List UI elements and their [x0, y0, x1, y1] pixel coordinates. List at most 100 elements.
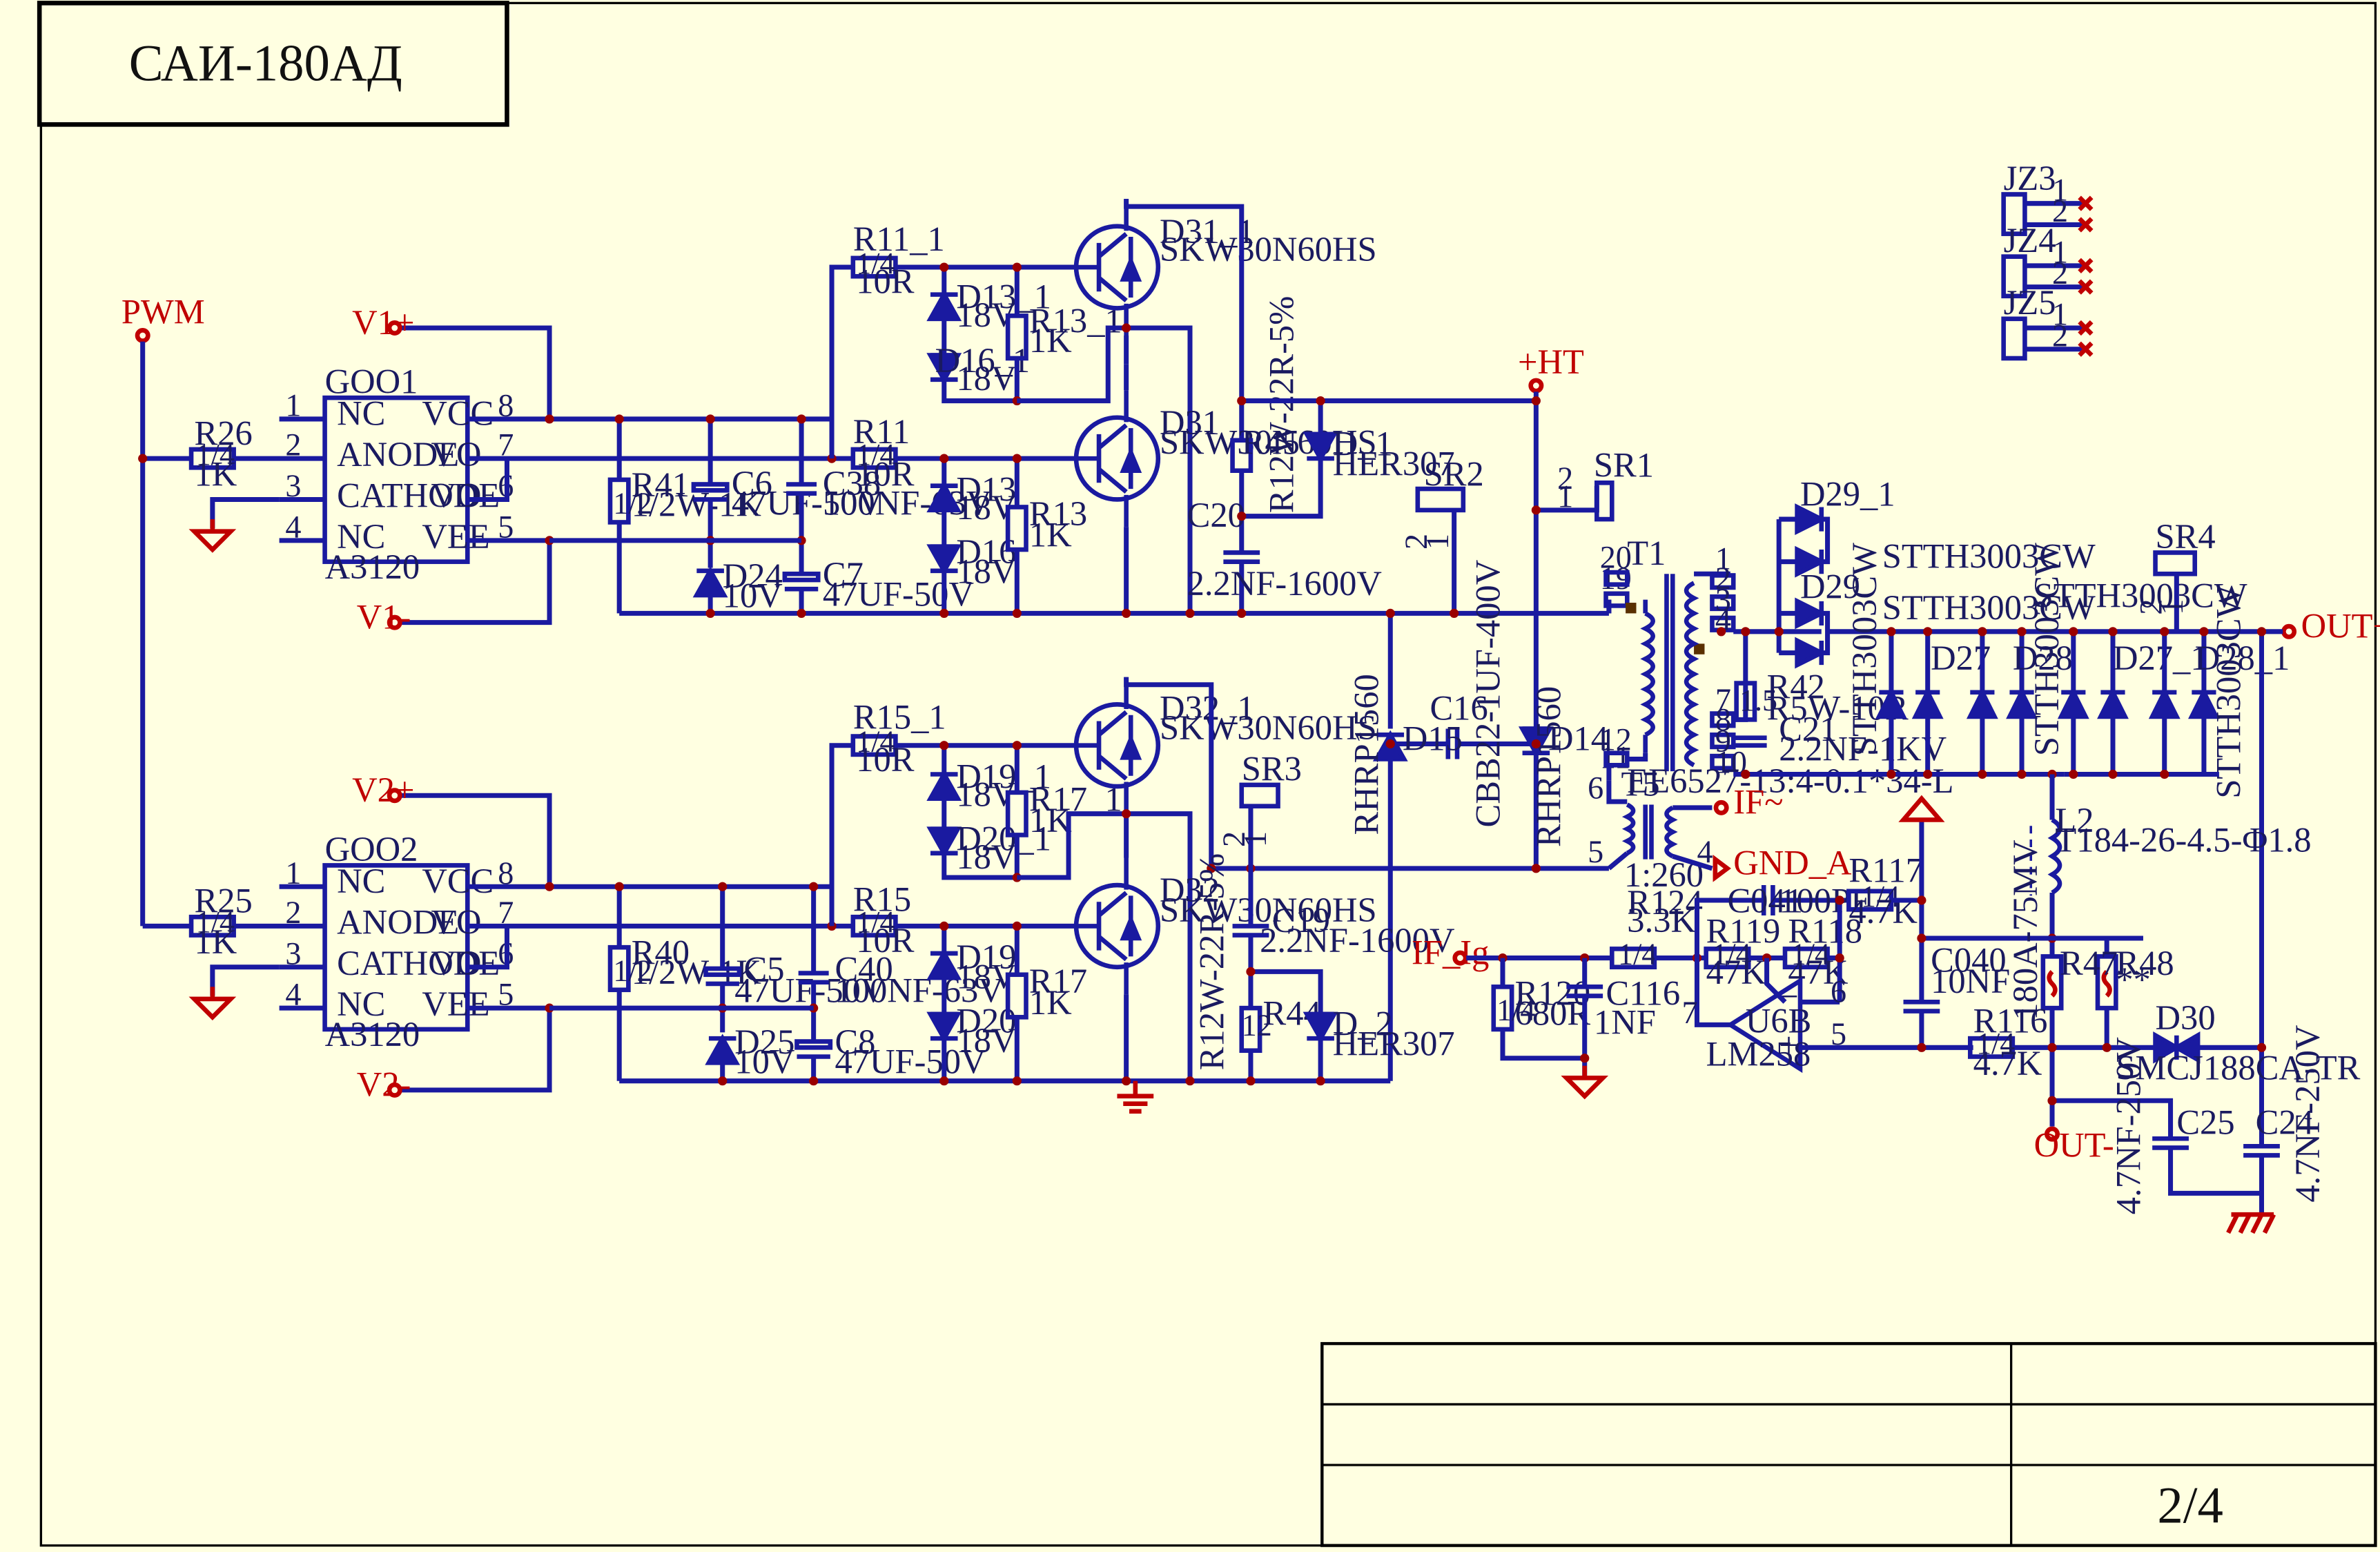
- svg-text:R40: R40: [632, 933, 690, 971]
- svg-text:C19: C19: [1272, 901, 1330, 940]
- svg-text:D28_1: D28_1: [2195, 639, 2290, 677]
- svg-text:SKW30N60HS: SKW30N60HS: [1160, 230, 1377, 269]
- svg-text:R12W-22R-5%: R12W-22R-5%: [1262, 296, 1301, 514]
- svg-text:HER307: HER307: [1333, 1024, 1455, 1063]
- svg-text:C16: C16: [1430, 688, 1488, 727]
- svg-text:1/4: 1/4: [1791, 937, 1830, 971]
- igbt-d32_1: D32_1 SKW30N60HS: [1076, 677, 1377, 869]
- svg-text:RHRP1560: RHRP1560: [1530, 686, 1568, 847]
- svg-text:C041: C041: [1727, 882, 1803, 920]
- svg-text:10NF: 10NF: [1931, 962, 2010, 1000]
- svg-text:5: 5: [498, 509, 514, 544]
- svg-text:47UF-50V: 47UF-50V: [835, 1042, 986, 1081]
- svg-text:47UF-50V: 47UF-50V: [734, 971, 886, 1009]
- svg-text:R42: R42: [1767, 668, 1825, 706]
- title-box: [37, 1, 509, 127]
- svg-text:4.7NF-250V: 4.7NF-250V: [2109, 1037, 2148, 1214]
- svg-text:R12W-22R-5%: R12W-22R-5%: [1192, 853, 1231, 1071]
- svg-text:R15: R15: [853, 880, 911, 918]
- svg-text:680R: 680R: [1515, 993, 1591, 1032]
- svg-text:1/4: 1/4: [1861, 880, 1900, 913]
- upper-snubber: R45 C20 2.2NF-1600V R12W-22R-5% D_1 HER3…: [1187, 296, 1537, 619]
- title-block: 2/4: [1320, 1341, 2377, 1547]
- svg-text:100NF-63V: 100NF-63V: [823, 483, 991, 522]
- svg-text:+: +: [1779, 1026, 1799, 1065]
- svg-text:STTH3003CW: STTH3003CW: [2027, 543, 2066, 756]
- svg-text:VEE: VEE: [422, 984, 489, 1023]
- svg-text:D29_1: D29_1: [1800, 474, 1895, 513]
- svg-text:NC: NC: [337, 862, 385, 900]
- svg-text:180A-75MV: 180A-75MV: [2006, 840, 2045, 1020]
- svg-text:D32: D32: [1160, 871, 1220, 909]
- svg-text:R15_1: R15_1: [853, 698, 946, 737]
- svg-text:1/4: 1/4: [1712, 937, 1750, 971]
- svg-text:SR4: SR4: [2156, 517, 2216, 556]
- svg-text:2: 2: [285, 895, 301, 930]
- svg-text:R47: R47: [2060, 944, 2118, 982]
- svg-text:R118: R118: [1788, 912, 1862, 951]
- svg-text:JZ4: JZ4: [2004, 221, 2056, 260]
- svg-text:R25: R25: [194, 882, 252, 920]
- svg-text:R11: R11: [853, 412, 910, 451]
- svg-text:ANODE: ANODE: [337, 902, 459, 941]
- svg-text:1.5: 1.5: [1739, 683, 1777, 717]
- svg-text:2.2NF-1600V: 2.2NF-1600V: [1260, 921, 1454, 960]
- output-negative: L2 T184-26-4.5-Φ1.8 R47 R48 ** 180A-75MV…: [1921, 774, 2361, 1234]
- svg-text:SR1: SR1: [1594, 446, 1654, 485]
- svg-text:9: 9: [1715, 724, 1731, 759]
- svg-text:R26: R26: [194, 414, 252, 452]
- igbt-d31: D31 SKW30N60HS: [1076, 364, 1377, 619]
- svg-text:1K: 1K: [1029, 516, 1072, 554]
- svg-text:EE6527-13:4-0.1*34-L: EE6527-13:4-0.1*34-L: [1627, 762, 1953, 800]
- svg-text:1/4: 1/4: [196, 905, 235, 939]
- svg-text:1: 1: [1715, 541, 1731, 576]
- svg-text:D29: D29: [1800, 567, 1860, 605]
- svg-text:C6: C6: [732, 464, 772, 503]
- svg-text:1/2: 1/2: [613, 954, 652, 988]
- svg-text:NC: NC: [337, 517, 385, 556]
- ht-bus: +HT SR1 2 1 D14 RHRP1560 C16 CBB22-1UF-4…: [1347, 342, 1654, 1081]
- svg-text:4.7K: 4.7K: [1973, 1044, 2042, 1083]
- svg-text:5: 5: [1831, 1016, 1846, 1051]
- transformer-t1: T1 20 19 1 2 3 4 7 8 9 10 12 11 EE6527-1…: [1600, 534, 2065, 800]
- svg-text:V1-: V1-: [357, 597, 411, 636]
- sheet-number: 2/4: [2157, 1477, 2223, 1535]
- svg-text:D28: D28: [2013, 639, 2073, 677]
- svg-text:T184-26-4.5-Φ1.8: T184-26-4.5-Φ1.8: [2055, 821, 2311, 860]
- svg-text:D27_1: D27_1: [2113, 639, 2208, 677]
- svg-text:C40: C40: [835, 950, 892, 989]
- svg-text:C7: C7: [823, 555, 864, 594]
- svg-text:D31: D31: [1160, 403, 1220, 442]
- svg-text:C20: C20: [1187, 496, 1245, 534]
- svg-text:1NF: 1NF: [1594, 1003, 1656, 1042]
- svg-text:**: **: [2116, 960, 2151, 999]
- svg-text:STTH3003CW: STTH3003CW: [1845, 543, 1884, 756]
- svg-text:10V: 10V: [723, 576, 783, 615]
- jz-connectors: JZ3 1 2 JZ4 1 2 JZ5 1 2: [2001, 159, 2094, 361]
- svg-text:1K: 1K: [1029, 321, 1072, 360]
- svg-text:1: 1: [1420, 534, 1455, 550]
- svg-text:C116: C116: [1606, 974, 1681, 1013]
- svg-text:C21: C21: [1779, 710, 1837, 748]
- goo1-part: A3120: [325, 547, 420, 586]
- svg-text:CATHODE: CATHODE: [337, 944, 500, 982]
- svg-text:A3120: A3120: [325, 1015, 420, 1054]
- svg-text:R48: R48: [2116, 944, 2174, 982]
- svg-text:18V: 18V: [956, 837, 1016, 876]
- svg-text:STTH3003CW: STTH3003CW: [2210, 585, 2248, 798]
- driver-goo1: GOO1 A3120 NC ANODE CATHODE NC VCC VO VO…: [188, 303, 1609, 636]
- svg-text:7: 7: [498, 895, 514, 930]
- svg-text:4: 4: [1697, 834, 1713, 869]
- svg-text:D_2: D_2: [1333, 1005, 1393, 1043]
- svg-text:R119: R119: [1706, 912, 1781, 951]
- svg-text:IF_Ig: IF_Ig: [1412, 933, 1489, 971]
- svg-text:1: 1: [285, 388, 301, 423]
- svg-text:T5: T5: [1621, 764, 1660, 803]
- svg-text:OUT+: OUT+: [2301, 607, 2380, 646]
- svg-text:SR3: SR3: [1242, 749, 1302, 788]
- svg-text:LM258: LM258: [1706, 1035, 1811, 1074]
- svg-text:1: 1: [285, 855, 301, 891]
- svg-text:3: 3: [1715, 582, 1731, 617]
- svg-text:VCC: VCC: [422, 394, 494, 433]
- goo1-name: GOO1: [325, 362, 418, 401]
